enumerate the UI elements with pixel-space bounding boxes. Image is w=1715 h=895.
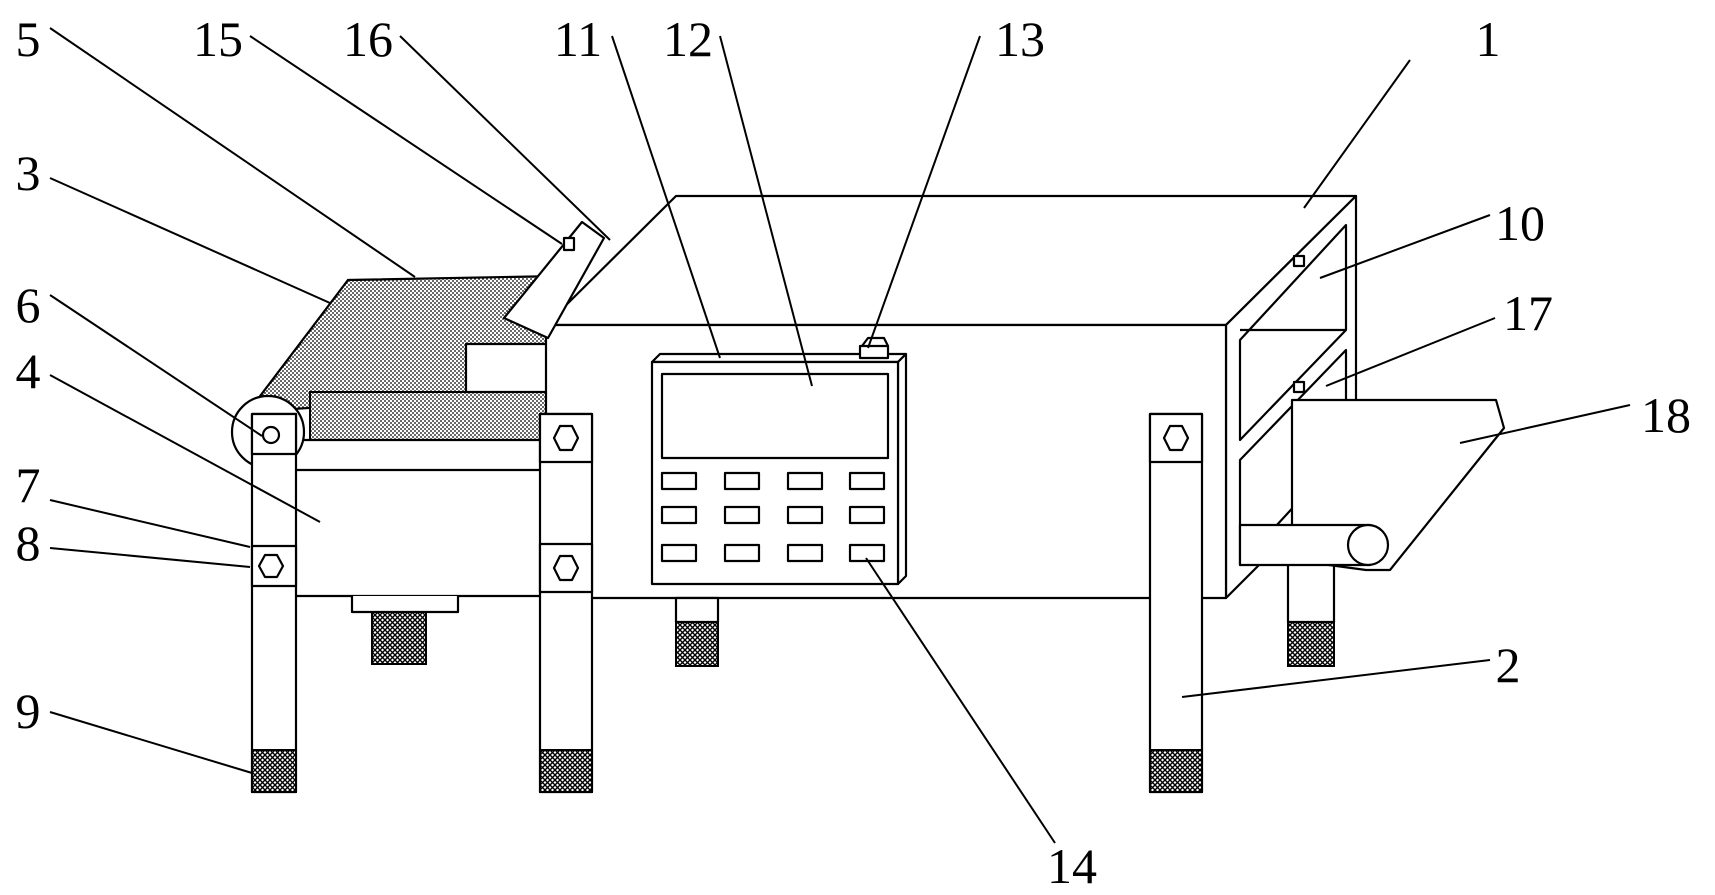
main-housing [502, 194, 1358, 600]
hex-bolt [552, 554, 580, 582]
key [786, 505, 824, 525]
inlet-chute [502, 220, 606, 340]
hex-bolt [1162, 424, 1190, 452]
label-1: 1 [1476, 11, 1501, 67]
label-10: 10 [1495, 195, 1545, 251]
label-9: 9 [16, 683, 41, 739]
discharge-conveyor [1238, 398, 1506, 572]
support-legs [250, 412, 1204, 794]
label-16: 16 [343, 11, 393, 67]
label-2: 2 [1496, 637, 1521, 693]
label-15: 15 [193, 11, 243, 67]
foot-pad [251, 749, 297, 793]
label-3: 3 [16, 145, 41, 201]
key [848, 471, 886, 491]
label-17: 17 [1503, 285, 1553, 341]
display-screen [660, 372, 890, 460]
foot-pad [1149, 749, 1203, 793]
key [660, 505, 698, 525]
label-4: 4 [16, 343, 41, 399]
housing-feet [674, 558, 1336, 667]
label-11: 11 [554, 11, 602, 67]
key [723, 471, 761, 491]
label-6: 6 [16, 277, 41, 333]
label-5: 5 [16, 11, 41, 67]
motor-foot-pad [371, 611, 427, 665]
support-leg [1148, 412, 1204, 794]
support-leg [538, 412, 594, 794]
sensor [562, 236, 576, 252]
support-leg [250, 412, 298, 794]
foot-pad [539, 749, 593, 793]
foot-pad [1287, 621, 1335, 667]
reference-numerals: 1 2 3 4 5 6 7 8 9 10 11 12 13 14 15 16 1… [16, 11, 1692, 894]
foot-pad [675, 621, 719, 667]
label-12: 12 [663, 11, 713, 67]
label-13: 13 [995, 11, 1045, 67]
key [660, 543, 698, 563]
key [723, 543, 761, 563]
housing-top [544, 194, 1358, 327]
label-14: 14 [1047, 838, 1097, 894]
key [786, 471, 824, 491]
hex-bolt [257, 553, 285, 579]
label-8: 8 [16, 515, 41, 571]
conveyor-motor [350, 596, 460, 614]
leader-lines [49, 27, 1631, 844]
control-panel [650, 336, 908, 586]
key [848, 505, 886, 525]
feed-chute-plate [464, 342, 550, 394]
discharge-roller [1346, 523, 1390, 567]
switch [858, 344, 890, 360]
key [786, 543, 824, 563]
label-7: 7 [16, 457, 41, 513]
key [723, 505, 761, 525]
label-18: 18 [1641, 387, 1691, 443]
feed-conveyor [230, 274, 562, 665]
hex-bolt [552, 424, 580, 452]
key [660, 471, 698, 491]
keypad [660, 471, 886, 563]
